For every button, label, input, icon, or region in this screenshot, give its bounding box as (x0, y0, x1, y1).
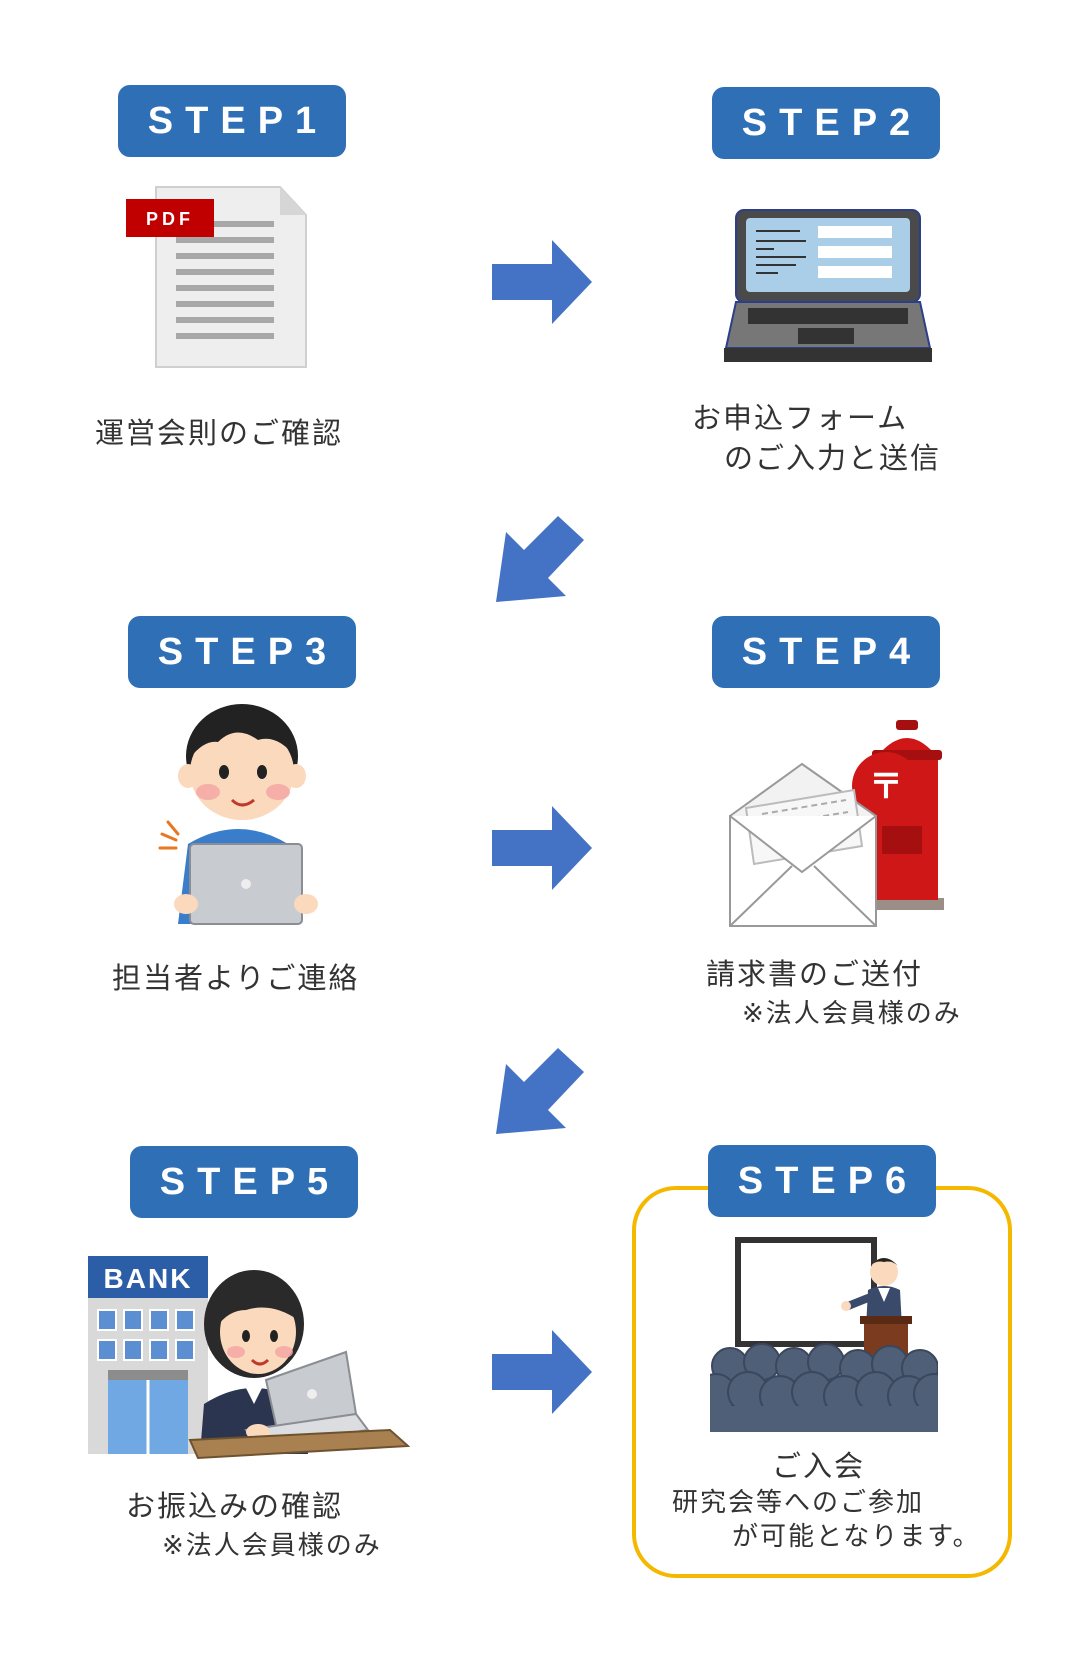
step2-caption: お申込フォーム のご入力と送信 (692, 398, 941, 478)
step3-caption: 担当者よりご連絡 (112, 958, 359, 998)
step5-caption-line: お振込みの確認 (126, 1489, 344, 1523)
step5-caption: お振込みの確認 ※法人会員様のみ (126, 1486, 382, 1566)
arrow-right-icon (492, 806, 592, 890)
arrow-right-icon (492, 1330, 592, 1414)
bank-transfer-icon: BANK (88, 1256, 410, 1460)
step4-badge: STEP4 (712, 616, 940, 688)
step4-caption: 請求書のご送付 ※法人会員様のみ (706, 954, 962, 1034)
pdf-tag-label: PDF (146, 209, 194, 229)
svg-text:〒: 〒 (869, 767, 903, 807)
step6-caption-line: が可能となります。 (732, 1522, 981, 1552)
laptop-form-icon (724, 209, 932, 362)
step1-caption: 運営会則のご確認 (95, 413, 343, 453)
step3-badge: STEP3 (128, 616, 356, 688)
arrow-right-icon (492, 240, 592, 324)
step1-caption-line: 運営会則のご確認 (95, 416, 344, 450)
step5-caption-line: ※法人会員様のみ (162, 1531, 382, 1561)
step2-caption-line: のご入力と送信 (724, 441, 942, 475)
step6-caption: ご入会 研究会等へのご参加 が可能となります。 (640, 1446, 981, 1554)
step3-caption-line: 担当者よりご連絡 (112, 961, 360, 995)
envelope-mailbox-icon: 〒 (729, 720, 944, 927)
arrow-down-left-icon (496, 1048, 584, 1134)
step2-badge: STEP2 (712, 87, 940, 159)
arrow-down-left-icon (496, 516, 584, 602)
step6-caption-title: ご入会 (772, 1449, 866, 1483)
step6-caption-line: 研究会等へのご参加 (672, 1488, 925, 1518)
seminar-audience-icon (710, 1237, 938, 1432)
step6-badge: STEP6 (708, 1145, 936, 1217)
step5-badge: STEP5 (130, 1146, 358, 1218)
bank-sign-label: BANK (104, 1263, 193, 1294)
pdf-document-icon: PDF (126, 186, 307, 368)
step1-badge: STEP1 (118, 85, 346, 157)
step4-caption-line: 請求書のご送付 (706, 957, 924, 991)
step4-caption-line: ※法人会員様のみ (742, 999, 962, 1029)
staff-laptop-icon (158, 704, 318, 925)
step2-caption-line: お申込フォーム (692, 401, 909, 435)
